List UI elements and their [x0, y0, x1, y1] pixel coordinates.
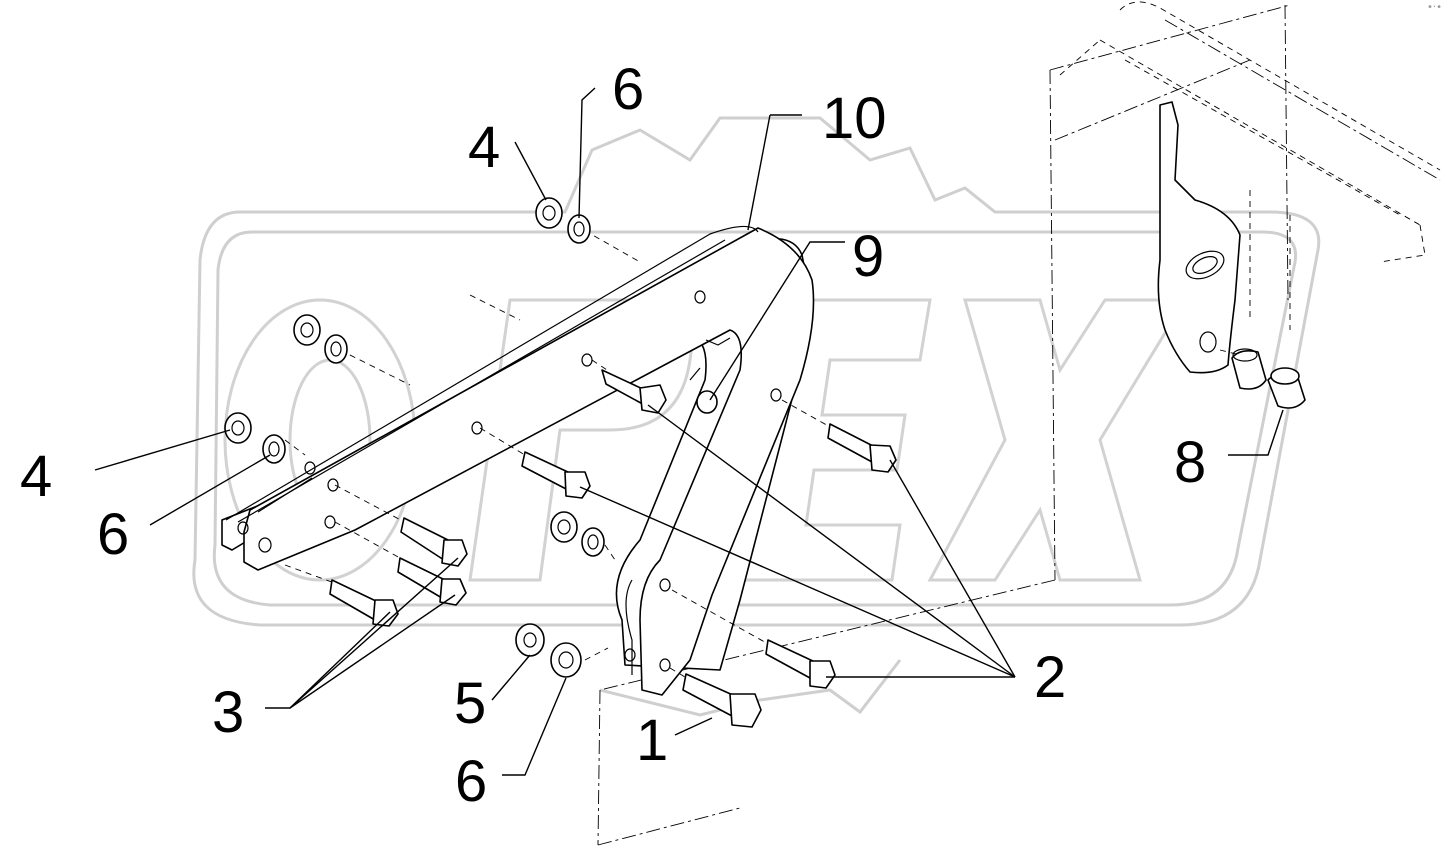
- axis-lines: [284, 224, 833, 681]
- callout-3: 3: [212, 680, 244, 745]
- bolt-3-lower: [329, 579, 399, 627]
- callout-6-top: 6: [612, 57, 644, 122]
- bolt-2-middle: [521, 451, 591, 499]
- hanger-bracket: [1157, 101, 1241, 374]
- nut-left-upper: [293, 314, 321, 346]
- nut-5: [515, 623, 545, 657]
- bolt-2-upper: [601, 369, 667, 414]
- bolt-2-lower: [765, 639, 836, 689]
- bolt-2-right: [827, 423, 897, 473]
- leader-lines: [94, 87, 1284, 776]
- washer-6-bottom: [550, 642, 582, 678]
- callout-4-top: 4: [468, 115, 500, 180]
- washer-left-upper: [324, 334, 348, 364]
- callout-6-bottom: 6: [455, 749, 487, 814]
- callout-1: 1: [636, 708, 668, 773]
- callout-6-left: 6: [97, 502, 129, 567]
- washer-top: [567, 214, 591, 244]
- callout-10: 10: [822, 86, 887, 151]
- callout-4-left: 4: [20, 444, 52, 509]
- bolt-3-upper: [400, 517, 468, 567]
- nut-top: [535, 197, 563, 229]
- callout-9: 9: [852, 224, 884, 289]
- callout-2: 2: [1034, 645, 1066, 710]
- corner-mark: •·•: [1427, 2, 1442, 13]
- bolt-1: [682, 673, 762, 728]
- chassis-beam: [1059, 1, 1441, 330]
- callout-8: 8: [1174, 430, 1206, 495]
- callout-5: 5: [454, 671, 486, 736]
- washer-6-left: [262, 434, 286, 464]
- bushing-8: [1267, 367, 1306, 409]
- washer-middle: [581, 527, 605, 557]
- frame-outline: [597, 4, 1441, 846]
- nut-4-left: [224, 412, 252, 444]
- callout-labels: 4 6 10 9 4 6 8 2 3 5 6 1: [20, 57, 1206, 814]
- bushing-inner: [1231, 348, 1267, 390]
- opex-watermark-logo: [192, 116, 1321, 717]
- nut-middle: [550, 511, 578, 543]
- bolt-3-middle: [397, 557, 467, 606]
